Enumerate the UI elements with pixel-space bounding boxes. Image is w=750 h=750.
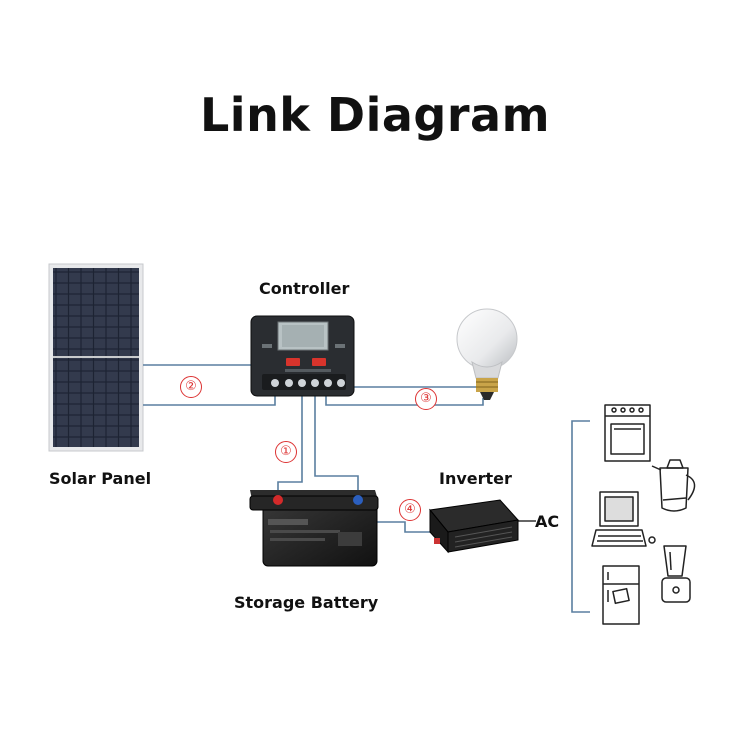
battery-label: Storage Battery bbox=[234, 593, 379, 612]
wires bbox=[143, 364, 590, 613]
light-bulb-icon bbox=[456, 308, 518, 400]
page-title: Link Diagram bbox=[199, 88, 550, 142]
connection-marker-4: ④ bbox=[399, 499, 421, 521]
connection-marker-1: ① bbox=[275, 441, 297, 463]
kettle-icon bbox=[651, 459, 696, 512]
solar-panel-label: Solar Panel bbox=[49, 469, 152, 488]
controller-label: Controller bbox=[259, 279, 350, 298]
connection-marker-3: ③ bbox=[415, 388, 437, 410]
inverter-label: Inverter bbox=[439, 469, 512, 488]
computer-icon bbox=[591, 491, 656, 547]
refrigerator-icon bbox=[602, 565, 640, 625]
charge-controller-icon bbox=[250, 315, 355, 397]
blender-icon bbox=[661, 545, 691, 603]
battery-icon bbox=[249, 490, 379, 567]
connection-marker-2: ② bbox=[180, 376, 202, 398]
appliances bbox=[591, 404, 696, 625]
ac-label: AC bbox=[535, 512, 560, 531]
oven-icon bbox=[604, 404, 651, 462]
solar-panel-icon bbox=[48, 263, 144, 452]
inverter-icon bbox=[429, 499, 519, 554]
